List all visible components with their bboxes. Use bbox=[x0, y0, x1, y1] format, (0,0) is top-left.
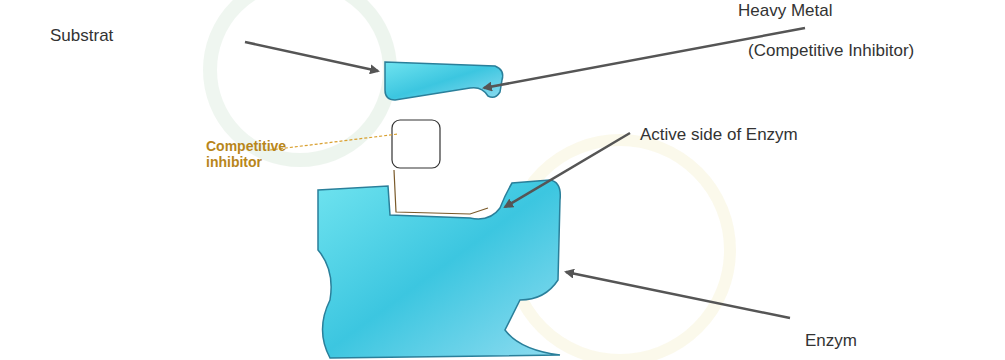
leader-line bbox=[270, 134, 398, 150]
pointer-arrow bbox=[245, 42, 378, 71]
enzyme-shape bbox=[318, 180, 560, 358]
pointer-arrow bbox=[566, 272, 790, 318]
watermark bbox=[210, 0, 730, 360]
part-label: Active side of Enzym bbox=[640, 124, 798, 146]
part-label: Enzym bbox=[805, 330, 857, 352]
substrate-shape bbox=[385, 62, 503, 100]
part-label: Heavy Metal bbox=[738, 0, 832, 22]
pocket-outline bbox=[394, 170, 488, 214]
part-label: Substrat bbox=[50, 25, 113, 47]
part-label: (Competitive Inhibitor) bbox=[748, 40, 914, 62]
callout-label: Competitive inhibitor bbox=[206, 138, 278, 170]
inhibitor-shape bbox=[392, 120, 440, 168]
pointer-arrow bbox=[505, 133, 630, 207]
